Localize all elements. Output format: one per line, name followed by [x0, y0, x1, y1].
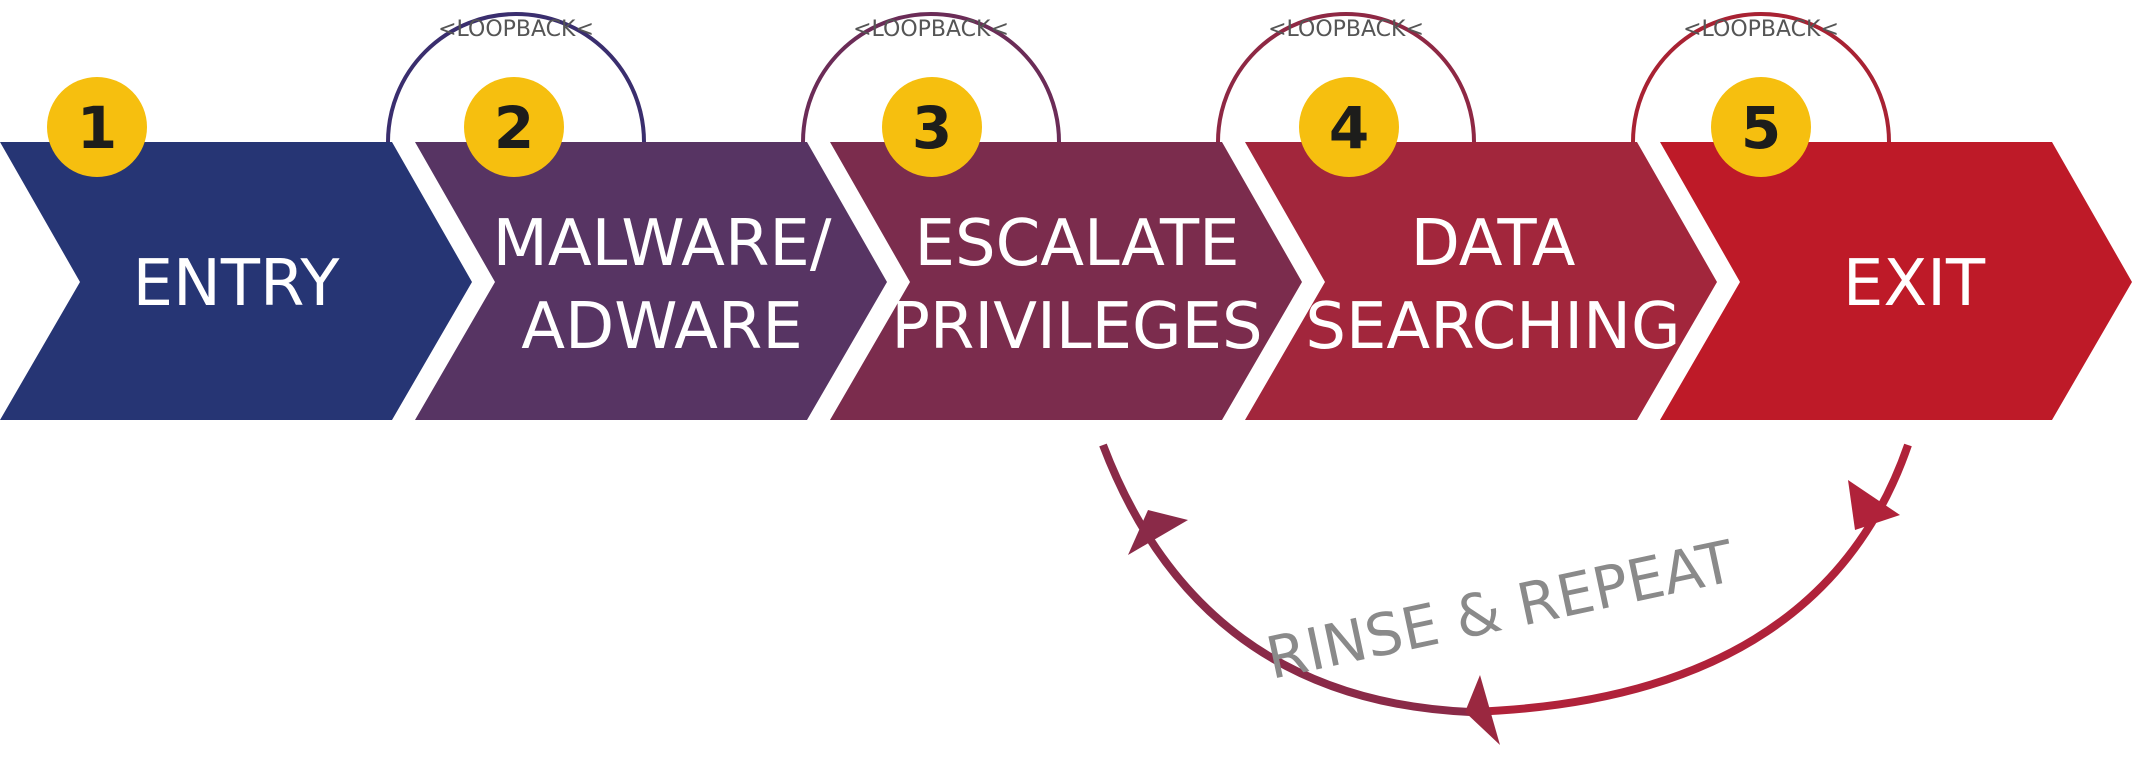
chevron-entry	[0, 142, 472, 420]
chevron-data-searching	[1245, 142, 1717, 420]
badge-4	[1299, 77, 1399, 177]
cycle-arc-left	[1099, 443, 1471, 716]
step-label-malware-line2: ADWARE	[521, 290, 803, 364]
badge-number-5: 5	[1741, 94, 1781, 162]
badge-2	[464, 77, 564, 177]
loopback-arc-1	[386, 12, 646, 143]
loopback-arcs	[386, 12, 1891, 143]
cycle-label: RINSE & REPEAT	[1260, 527, 1740, 693]
loopback-arc-3	[1216, 12, 1476, 143]
chevron-escalate	[830, 142, 1302, 420]
loopback-label-4: <LOOPBACK<	[1683, 17, 1839, 42]
badge-1	[47, 77, 147, 177]
loopback-labels: <LOOPBACK< <LOOPBACK< <LOOPBACK< <LOOPBA…	[438, 17, 1839, 42]
badge-5	[1711, 77, 1811, 177]
badge-number-3: 3	[912, 94, 952, 162]
step-label-exit: EXIT	[1843, 247, 1986, 321]
chevron-malware	[415, 142, 887, 420]
step-label-data-line1: DATA	[1411, 207, 1576, 281]
badge-number-1: 1	[77, 94, 117, 162]
rinse-repeat-cycle: RINSE & REPEAT	[1099, 443, 1912, 745]
triangle-arrow-icon	[1128, 510, 1188, 555]
step-label-escalate-line1: ESCALATE	[915, 207, 1240, 281]
step-labels: ENTRY MALWARE/ ADWARE ESCALATE PRIVILEGE…	[133, 207, 1986, 364]
step-label-entry: ENTRY	[133, 247, 341, 321]
step-label-data-line2: SEARCHING	[1305, 290, 1680, 364]
step-label-escalate-line2: PRIVILEGES	[891, 290, 1262, 364]
chevron-exit	[1660, 142, 2132, 420]
badge-number-4: 4	[1329, 94, 1369, 162]
triangle-arrow-icon	[1465, 675, 1500, 745]
loopback-label-2: <LOOPBACK<	[853, 17, 1009, 42]
loopback-label-3: <LOOPBACK<	[1268, 17, 1424, 42]
step-chevrons	[0, 142, 2132, 420]
step-label-malware-line1: MALWARE/	[493, 207, 832, 281]
loopback-arc-4	[1631, 12, 1891, 143]
loopback-arc-2	[801, 12, 1061, 143]
badge-number-2: 2	[494, 94, 534, 162]
loopback-label-1: <LOOPBACK<	[438, 17, 594, 42]
step-badges: 1 2 3 4 5	[47, 77, 1811, 177]
badge-3	[882, 77, 982, 177]
triangle-arrow-icon	[1848, 480, 1900, 530]
